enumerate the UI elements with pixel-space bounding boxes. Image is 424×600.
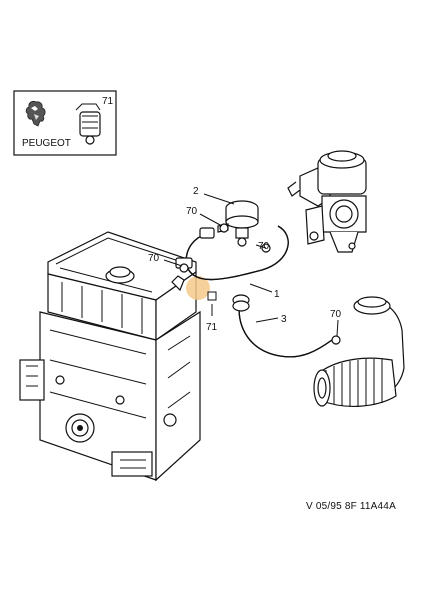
callout-2: 2 [193, 186, 199, 197]
inset-part-71 [75, 103, 101, 145]
clip-70-c [179, 263, 189, 273]
valve-part-2 [217, 200, 259, 247]
hose-3 [232, 294, 333, 358]
inset-ref-71: 71 [102, 96, 114, 107]
callout-3: 3 [281, 314, 287, 325]
clip-70-d [331, 335, 341, 345]
hose-1 [175, 225, 289, 281]
callout-70-d: 70 [330, 309, 342, 320]
callout-70-b: 70 [258, 241, 270, 252]
part-71-marker [207, 291, 217, 301]
air-intake-duct [313, 296, 405, 407]
peugeot-lion-logo [25, 100, 46, 127]
callout-1: 1 [274, 289, 280, 300]
callout-70-a: 70 [186, 206, 198, 217]
callout-71: 71 [206, 322, 218, 333]
highlight-marker [186, 276, 210, 300]
throttle-body [287, 150, 367, 253]
engine-block [19, 231, 201, 482]
inset-panel: PEUGEOT 71 [13, 90, 117, 156]
diagram-reference: V 05/95 8F 11A44A [306, 501, 396, 512]
leader-lines [163, 193, 339, 337]
inset-brand-label: PEUGEOT [22, 138, 71, 149]
callout-70-c: 70 [148, 253, 160, 264]
